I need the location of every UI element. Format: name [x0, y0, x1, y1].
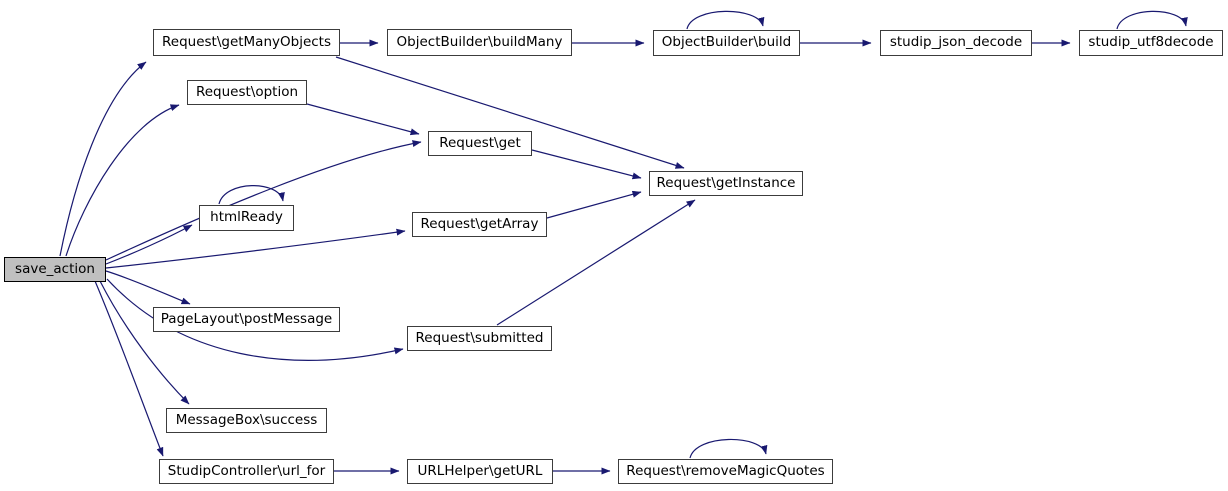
node-request-remove-magic-quotes[interactable]: Request\removeMagicQuotes — [618, 459, 833, 484]
edge-remove-magic-quotes-self-loop — [689, 438, 768, 459]
node-request-get-instance[interactable]: Request\getInstance — [649, 171, 803, 196]
edge-build-self-loop — [686, 10, 765, 30]
node-object-builder-build-many[interactable]: ObjectBuilder\buildMany — [387, 29, 572, 56]
node-url-helper-get-url[interactable]: URLHelper\getURL — [407, 459, 553, 484]
node-message-box-success[interactable]: MessageBox\success — [166, 408, 327, 433]
node-request-get-many-objects[interactable]: Request\getManyObjects — [153, 29, 340, 56]
edge-save-action-to-post-message — [105, 270, 191, 305]
edge-get-array-to-get-instance — [546, 190, 642, 219]
edge-save-action-to-get-array — [105, 228, 406, 269]
edge-save-action-to-get-many-objects — [59, 61, 147, 257]
edge-html-ready-self-loop — [218, 185, 285, 205]
node-save-action[interactable]: save_action — [4, 257, 106, 282]
edge-get-to-get-instance — [531, 149, 642, 180]
node-request-get-array[interactable]: Request\getArray — [412, 212, 547, 237]
edge-save-action-to-success — [99, 280, 190, 405]
edge-utf8decode-self-loop — [1116, 10, 1188, 30]
node-studip-json-decode[interactable]: studip_json_decode — [880, 30, 1032, 56]
node-object-builder-build[interactable]: ObjectBuilder\build — [653, 30, 800, 56]
node-html-ready[interactable]: htmlReady — [199, 205, 294, 231]
node-page-layout-post-message[interactable]: PageLayout\postMessage — [153, 307, 340, 332]
node-request-option[interactable]: Request\option — [187, 80, 307, 105]
edge-save-action-to-html-ready — [105, 224, 193, 265]
edge-save-action-to-option — [65, 104, 180, 257]
node-request-get[interactable]: Request\get — [428, 131, 532, 156]
node-studip-utf8decode[interactable]: studip_utf8decode — [1079, 30, 1223, 56]
node-studip-controller-url-for[interactable]: StudipController\url_for — [159, 459, 334, 484]
edge-save-action-to-get — [105, 140, 422, 261]
edge-option-to-get — [306, 103, 420, 136]
node-request-submitted[interactable]: Request\submitted — [407, 326, 552, 351]
